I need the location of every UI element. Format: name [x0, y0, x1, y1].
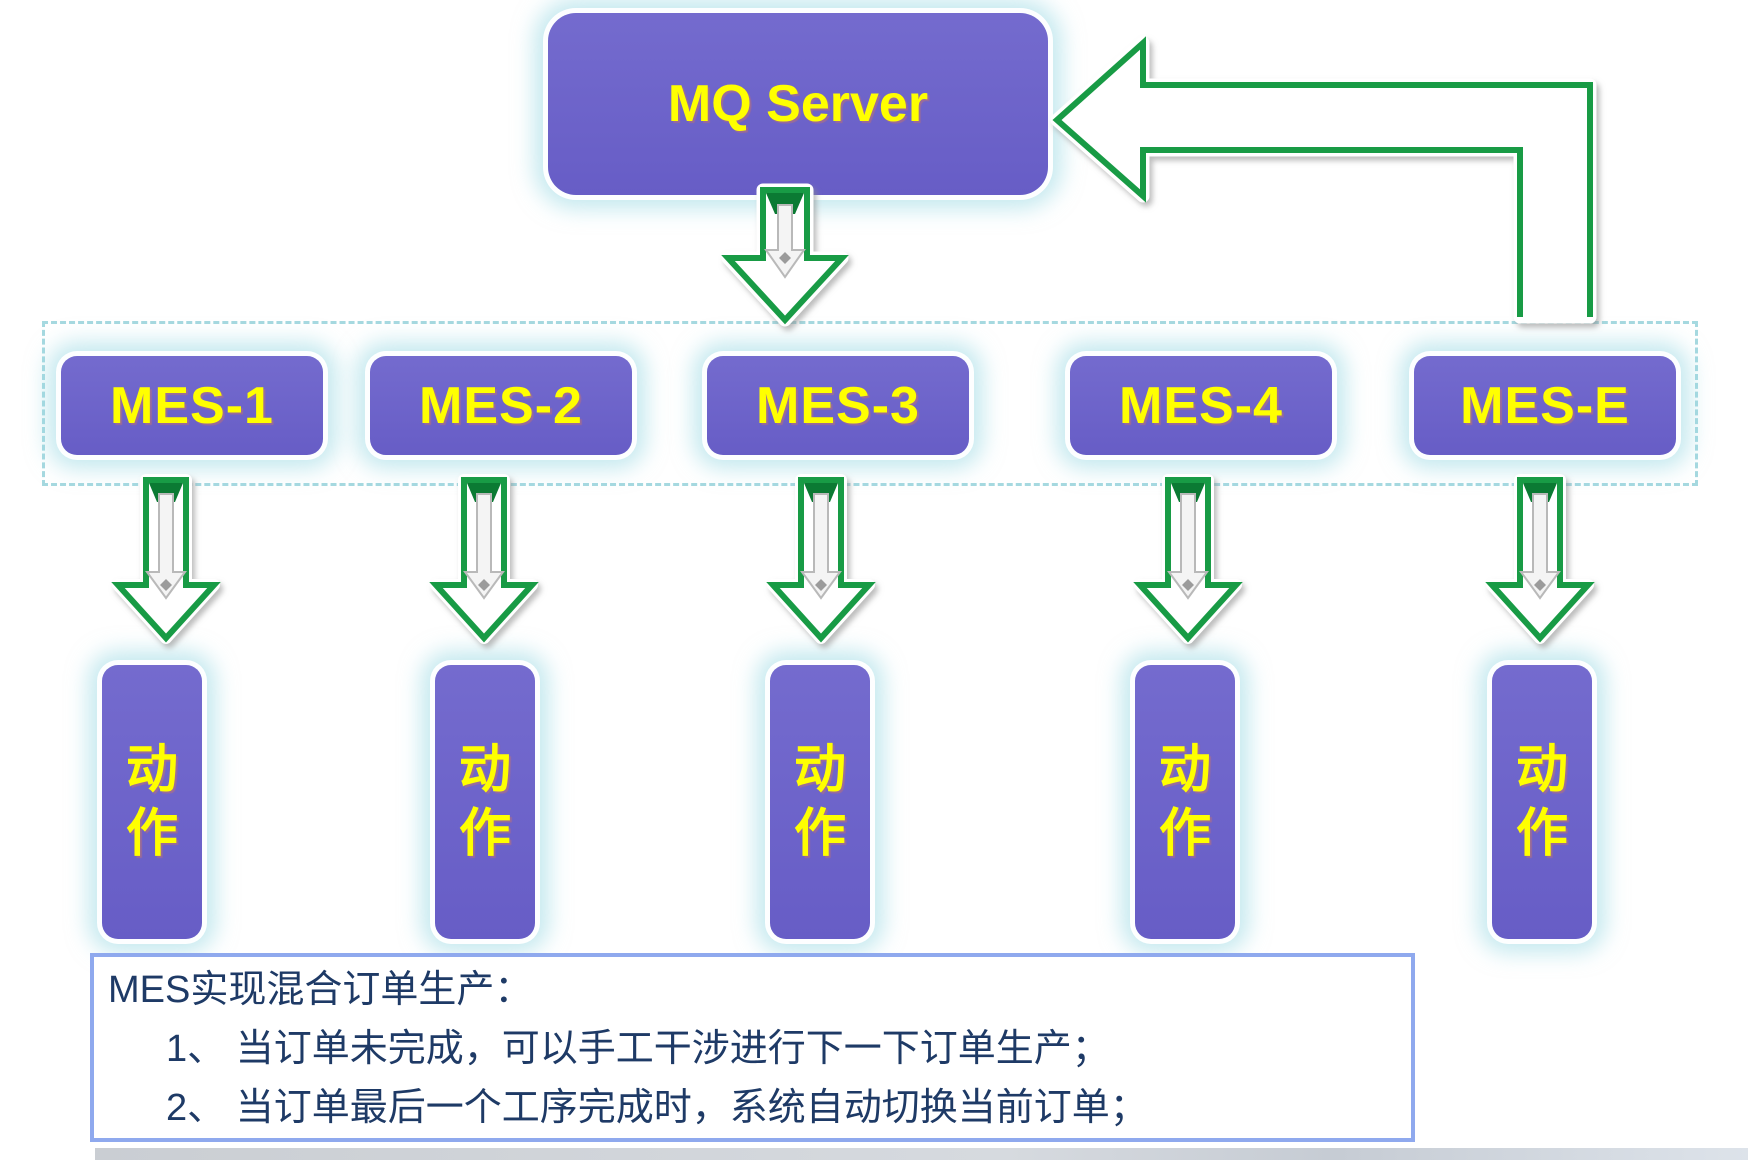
mese-to-action-arrow — [1485, 474, 1595, 644]
action-node-4-label: 动作 — [1158, 741, 1211, 863]
action-node-2-label: 动作 — [458, 741, 511, 863]
mes-node-3-label: MES-3 — [756, 376, 920, 435]
mes2-to-action-arrow — [429, 474, 539, 644]
mes-node-4: MES-4 — [1070, 356, 1332, 455]
mes-node-e: MES-E — [1414, 356, 1676, 455]
action-node-4: 动作 — [1135, 665, 1235, 939]
action-node-5-label: 动作 — [1515, 741, 1568, 863]
note-box: MES实现混合订单生产： 1、 当订单未完成，可以手工干涉进行下一下订单生产； … — [90, 953, 1415, 1142]
mes-node-1-label: MES-1 — [110, 376, 274, 435]
action-node-3-label: 动作 — [793, 741, 846, 863]
mes-node-2-label: MES-2 — [419, 376, 583, 435]
mes1-to-action-arrow — [111, 474, 221, 644]
mq-server-label: MQ Server — [667, 75, 929, 133]
mes-to-mq-return-arrow — [1050, 36, 1597, 324]
action-node-3: 动作 — [770, 665, 870, 939]
mes-node-4-label: MES-4 — [1119, 376, 1283, 435]
mes4-to-action-arrow — [1133, 474, 1243, 644]
mes-node-3: MES-3 — [707, 356, 969, 455]
bottom-edge-strip — [95, 1148, 1748, 1160]
mes-node-2: MES-2 — [370, 356, 632, 455]
action-node-5: 动作 — [1492, 665, 1592, 939]
action-node-1: 动作 — [102, 665, 202, 939]
mq-down-arrow — [721, 183, 849, 327]
note-item-2: 2、 当订单最后一个工序完成时，系统自动切换当前订单； — [166, 1087, 1148, 1129]
mes3-to-action-arrow — [766, 474, 876, 644]
note-title: MES实现混合订单生产： — [108, 969, 533, 1011]
mq-server-node: MQ Server — [548, 13, 1048, 195]
mes-node-e-label: MES-E — [1460, 376, 1630, 435]
mes-node-1: MES-1 — [61, 356, 323, 455]
note-item-1: 1、 当订单未完成，可以手工干涉进行下一下订单生产； — [166, 1028, 1110, 1070]
action-node-2: 动作 — [435, 665, 535, 939]
action-node-1-label: 动作 — [125, 741, 178, 863]
